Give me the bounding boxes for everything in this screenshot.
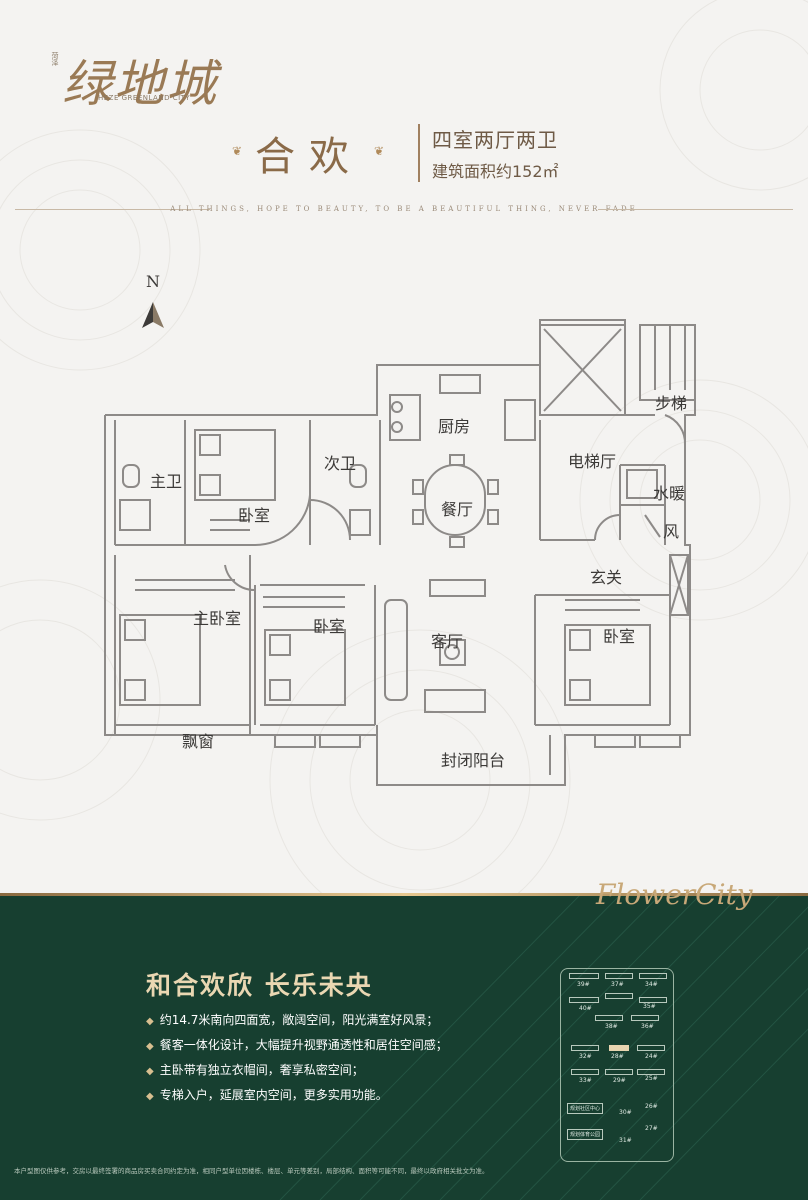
room-dining: 餐厅 — [441, 500, 474, 519]
building-label: 28# — [611, 1053, 624, 1060]
building-label: 26# — [645, 1103, 658, 1110]
slogan: 和合欢欣 长乐未央 — [146, 971, 373, 1000]
logo-city-mark: 菏泽 — [51, 52, 59, 66]
room-bay-window: 飘窗 — [182, 732, 215, 751]
building-label: 32# — [579, 1053, 592, 1060]
building-label: 35# — [643, 1003, 656, 1010]
brand-logo: 绿地城 — [62, 55, 218, 113]
room-wind: 风 — [663, 522, 680, 541]
building-label: 37# — [611, 981, 624, 988]
building-label: 39# — [577, 981, 590, 988]
tagline-line-left — [15, 209, 210, 210]
building-label: 27# — [645, 1125, 658, 1132]
tagline: ALL THINGS, HOPE TO BEAUTY, TO BE A BEAU… — [170, 205, 638, 213]
room-living: 客厅 — [431, 632, 464, 651]
site-label: 规划社区中心 — [567, 1103, 604, 1114]
floor-plan: 主卫 卧室 次卫 厨房 餐厅 电梯厅 步梯 水暖 风 玄关 主卧室 卧室 客厅 … — [95, 315, 705, 795]
building-label: 36# — [641, 1023, 654, 1030]
building-label: 24# — [645, 1053, 658, 1060]
tagline-line-right — [598, 209, 793, 210]
diamond-icon: ◆ — [146, 1041, 154, 1052]
room-enclosed-balcony: 封闭阳台 — [441, 751, 506, 770]
feature-item: ◆主卧带有独立衣帽间，奢享私密空间； — [146, 1058, 448, 1083]
room-kitchen: 厨房 — [438, 417, 471, 436]
gold-divider — [0, 893, 808, 896]
room-elevator-hall: 电梯厅 — [568, 452, 617, 471]
building-label: 38# — [605, 1023, 618, 1030]
disclaimer: 本户型图仅供参考，交房以最终签署的商品房买卖合同约定为准，相同户型单位因楼栋、楼… — [14, 1167, 489, 1175]
building-label: 40# — [579, 1005, 592, 1012]
room-master-bath: 主卫 — [150, 472, 183, 491]
compass-north-label: N — [146, 272, 160, 291]
site-label: 规划体育公园 — [567, 1129, 604, 1140]
site-map: 39# 37# 34# 40# 35# 38# 36# 32# 28# 24# … — [560, 968, 674, 1162]
diamond-icon: ◆ — [146, 1066, 154, 1077]
room-second-bath: 次卫 — [324, 454, 357, 473]
building-label: 25# — [645, 1075, 658, 1082]
building-label: 33# — [579, 1077, 592, 1084]
title-divider — [418, 124, 420, 182]
building-label: 30# — [619, 1109, 632, 1116]
stripe-pattern — [279, 895, 808, 1200]
layout-type: 四室两厅两卫 — [432, 128, 558, 152]
ornament-left-icon: ❦ — [232, 144, 243, 158]
building-label: 29# — [613, 1077, 626, 1084]
room-master-bedroom: 主卧室 — [193, 609, 242, 628]
room-bedroom-top: 卧室 — [238, 506, 271, 525]
diamond-icon: ◆ — [146, 1016, 154, 1027]
feature-item: ◆专梯入户，延展室内空间，更多实用功能。 — [146, 1083, 448, 1108]
layout-name: 合欢 — [255, 134, 363, 180]
floor-area: 建筑面积约152㎡ — [432, 162, 559, 181]
compass-arrow-icon — [142, 302, 164, 328]
diamond-icon: ◆ — [146, 1091, 154, 1102]
floor-plan-walls — [104, 319, 696, 786]
building-label: 31# — [619, 1137, 632, 1144]
ornament-right-icon: ❦ — [374, 144, 385, 158]
current-building-highlight — [609, 1045, 629, 1051]
room-stairs: 步梯 — [655, 394, 688, 413]
room-bedroom-right: 卧室 — [603, 627, 636, 646]
room-bedroom-mid: 卧室 — [313, 617, 346, 636]
building-label: 34# — [645, 981, 658, 988]
room-foyer: 玄关 — [590, 568, 623, 587]
feature-item: ◆餐客一体化设计，大幅提升视野通透性和居住空间感； — [146, 1033, 448, 1058]
room-water-heating: 水暖 — [653, 484, 686, 503]
flowercity-script: FlowerCity — [596, 878, 753, 911]
feature-list: ◆约14.7米南向四面宽，敞阔空间，阳光满室好风景； ◆餐客一体化设计，大幅提升… — [146, 1008, 448, 1108]
feature-item: ◆约14.7米南向四面宽，敞阔空间，阳光满室好风景； — [146, 1008, 448, 1033]
brand-subtitle: HEZE GREENLAND CITY — [98, 94, 191, 102]
